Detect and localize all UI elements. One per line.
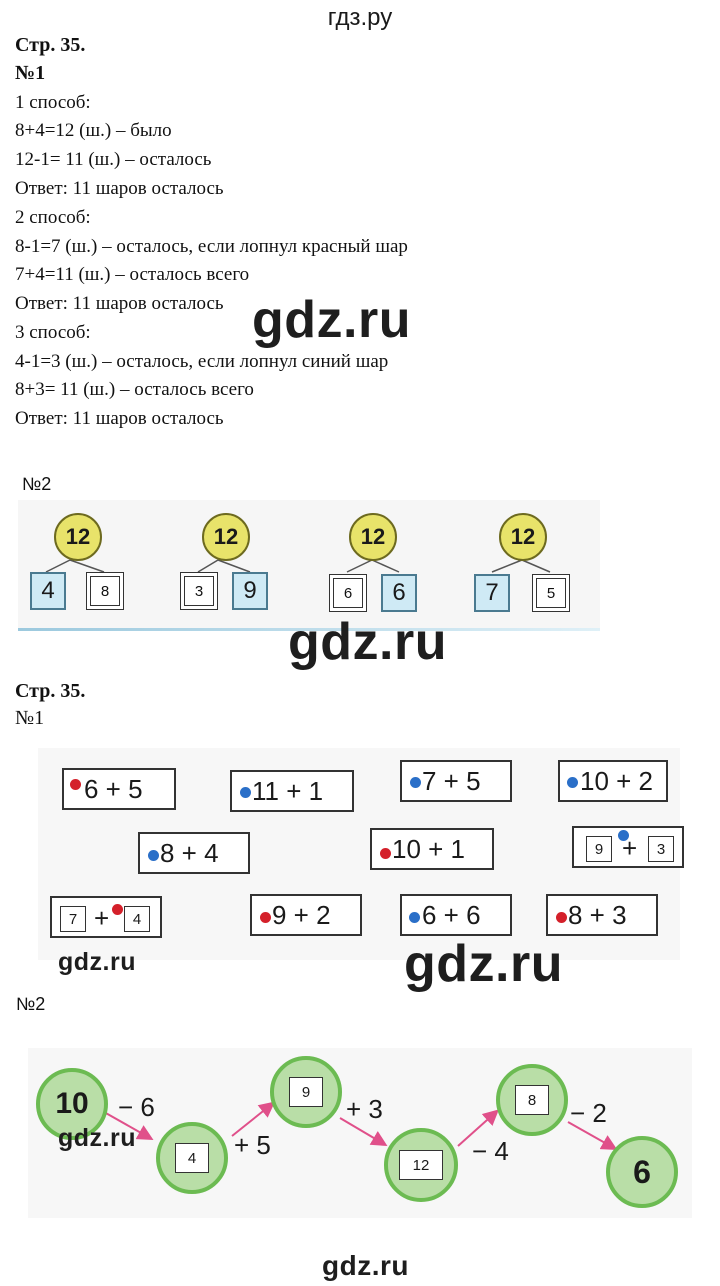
given-number-box: 9 <box>232 572 268 610</box>
answer-value: 5 <box>536 578 566 608</box>
operation-label: − 6 <box>118 1092 155 1122</box>
solution-line: 8+3= 11 (ш.) – осталось всего <box>15 379 254 400</box>
expression-card: 7 + 5 <box>400 760 512 802</box>
solution-line: Ответ: 11 шаров осталось <box>15 293 224 314</box>
total-circle: 12 <box>499 513 547 561</box>
answer-box: 7 <box>60 906 86 932</box>
step-circle: 9 <box>270 1056 342 1128</box>
red-dot-marker <box>556 912 567 923</box>
task-number: №2 <box>16 994 46 1014</box>
answer-box: 4 <box>175 1143 209 1173</box>
solution-line: 8-1=7 (ш.) – осталось, если лопнул красн… <box>15 236 408 257</box>
total-circle: 12 <box>349 513 397 561</box>
blue-dot-marker <box>410 777 421 788</box>
step-circle: 8 <box>496 1064 568 1136</box>
answer-box: 12 <box>399 1150 443 1180</box>
expression-card: 6 + 5 <box>62 768 176 810</box>
expression-text: 10 + 1 <box>392 833 466 864</box>
expression-card: 6 + 6 <box>400 894 512 936</box>
step-circle: 4 <box>156 1122 228 1194</box>
watermark: gdz.ru <box>58 1124 136 1152</box>
composition-connectors <box>45 559 551 573</box>
expression-card: 10 + 1 <box>370 828 494 870</box>
answer-box: 6 <box>329 574 367 612</box>
site-header[interactable]: гдз.ру <box>327 4 393 31</box>
red-dot-marker <box>380 848 391 859</box>
solution-line: 8+4=12 (ш.) – было <box>15 120 172 141</box>
answer-box: 4 <box>124 906 150 932</box>
expression-text: 8 + 4 <box>160 837 219 868</box>
watermark: gdz.ru <box>58 948 136 976</box>
solution-line: 7+4=11 (ш.) – осталось всего <box>15 264 250 285</box>
blue-dot-marker <box>618 830 629 841</box>
expression-card: 11 + 1 <box>230 770 354 812</box>
answer-box: 8 <box>86 572 124 610</box>
given-number-box: 4 <box>30 572 66 610</box>
operation-label: + 5 <box>234 1130 271 1160</box>
watermark: gdz.ru <box>288 613 447 671</box>
expression-text: 9 + 2 <box>272 899 331 930</box>
blue-dot-marker <box>409 912 420 923</box>
blue-dot-marker <box>148 850 159 861</box>
watermark: gdz.ru <box>322 1250 409 1281</box>
task-number: №1 <box>15 707 45 729</box>
expression-text: 10 + 2 <box>580 765 654 796</box>
solution-line: 12-1= 11 (ш.) – осталось <box>15 149 212 170</box>
expression-text: 6 + 5 <box>84 773 143 804</box>
expression-text: 11 + 1 <box>252 775 324 806</box>
end-circle: 6 <box>606 1136 678 1208</box>
page-title: Стр. 35. <box>15 34 86 56</box>
expression-card: 9 + 3 <box>572 826 684 868</box>
solution-line: 4-1=3 (ш.) – осталось, если лопнул синий… <box>15 351 389 372</box>
operation-label: + 3 <box>346 1094 383 1124</box>
watermark: gdz.ru <box>404 935 563 993</box>
answer-box: 5 <box>532 574 570 612</box>
divider <box>18 628 600 631</box>
given-number-box: 7 <box>474 574 510 612</box>
task-number: №1 <box>15 62 46 84</box>
expression-text: 8 + 3 <box>568 899 627 930</box>
blue-dot-marker <box>567 777 578 788</box>
total-circle: 12 <box>54 513 102 561</box>
solution-line: Ответ: 11 шаров осталось <box>15 178 224 199</box>
expression-text: 6 + 6 <box>422 899 481 930</box>
given-number-box: 6 <box>381 574 417 612</box>
answer-box: 8 <box>515 1085 549 1115</box>
total-circle: 12 <box>202 513 250 561</box>
expression-card: 9 + 2 <box>250 894 362 936</box>
task-number: №2 <box>22 474 52 494</box>
blue-dot-marker <box>240 787 251 798</box>
red-dot-marker <box>260 912 271 923</box>
expression-card: 10 + 2 <box>558 760 668 802</box>
expression-card: 8 + 3 <box>546 894 658 936</box>
watermark: gdz.ru <box>252 291 411 349</box>
answer-box: 9 <box>586 836 612 862</box>
operation-label: − 4 <box>472 1136 509 1166</box>
answer-box: 9 <box>289 1077 323 1107</box>
answer-box: 3 <box>648 836 674 862</box>
start-circle: 10 <box>36 1068 108 1140</box>
page-title: Стр. 35. <box>15 680 86 702</box>
plus-sign: + <box>94 903 110 933</box>
answer-value: 3 <box>184 576 214 606</box>
expression-text: 7 + 5 <box>422 765 481 796</box>
operation-label: − 2 <box>570 1098 607 1128</box>
solution-line: 1 способ: <box>15 92 91 113</box>
solution-line: Ответ: 11 шаров осталось <box>15 408 224 429</box>
expression-card: 7 + 4 <box>50 896 162 938</box>
answer-box: 3 <box>180 572 218 610</box>
expression-card: 8 + 4 <box>138 832 250 874</box>
plus-sign: + <box>622 833 638 863</box>
answer-value: 8 <box>90 576 120 606</box>
red-dot-marker <box>112 904 123 915</box>
step-circle: 12 <box>384 1128 458 1202</box>
solution-line: 2 способ: <box>15 207 91 228</box>
answer-value: 6 <box>333 578 363 608</box>
solution-line: 3 способ: <box>15 322 91 343</box>
red-dot-marker <box>70 779 81 790</box>
